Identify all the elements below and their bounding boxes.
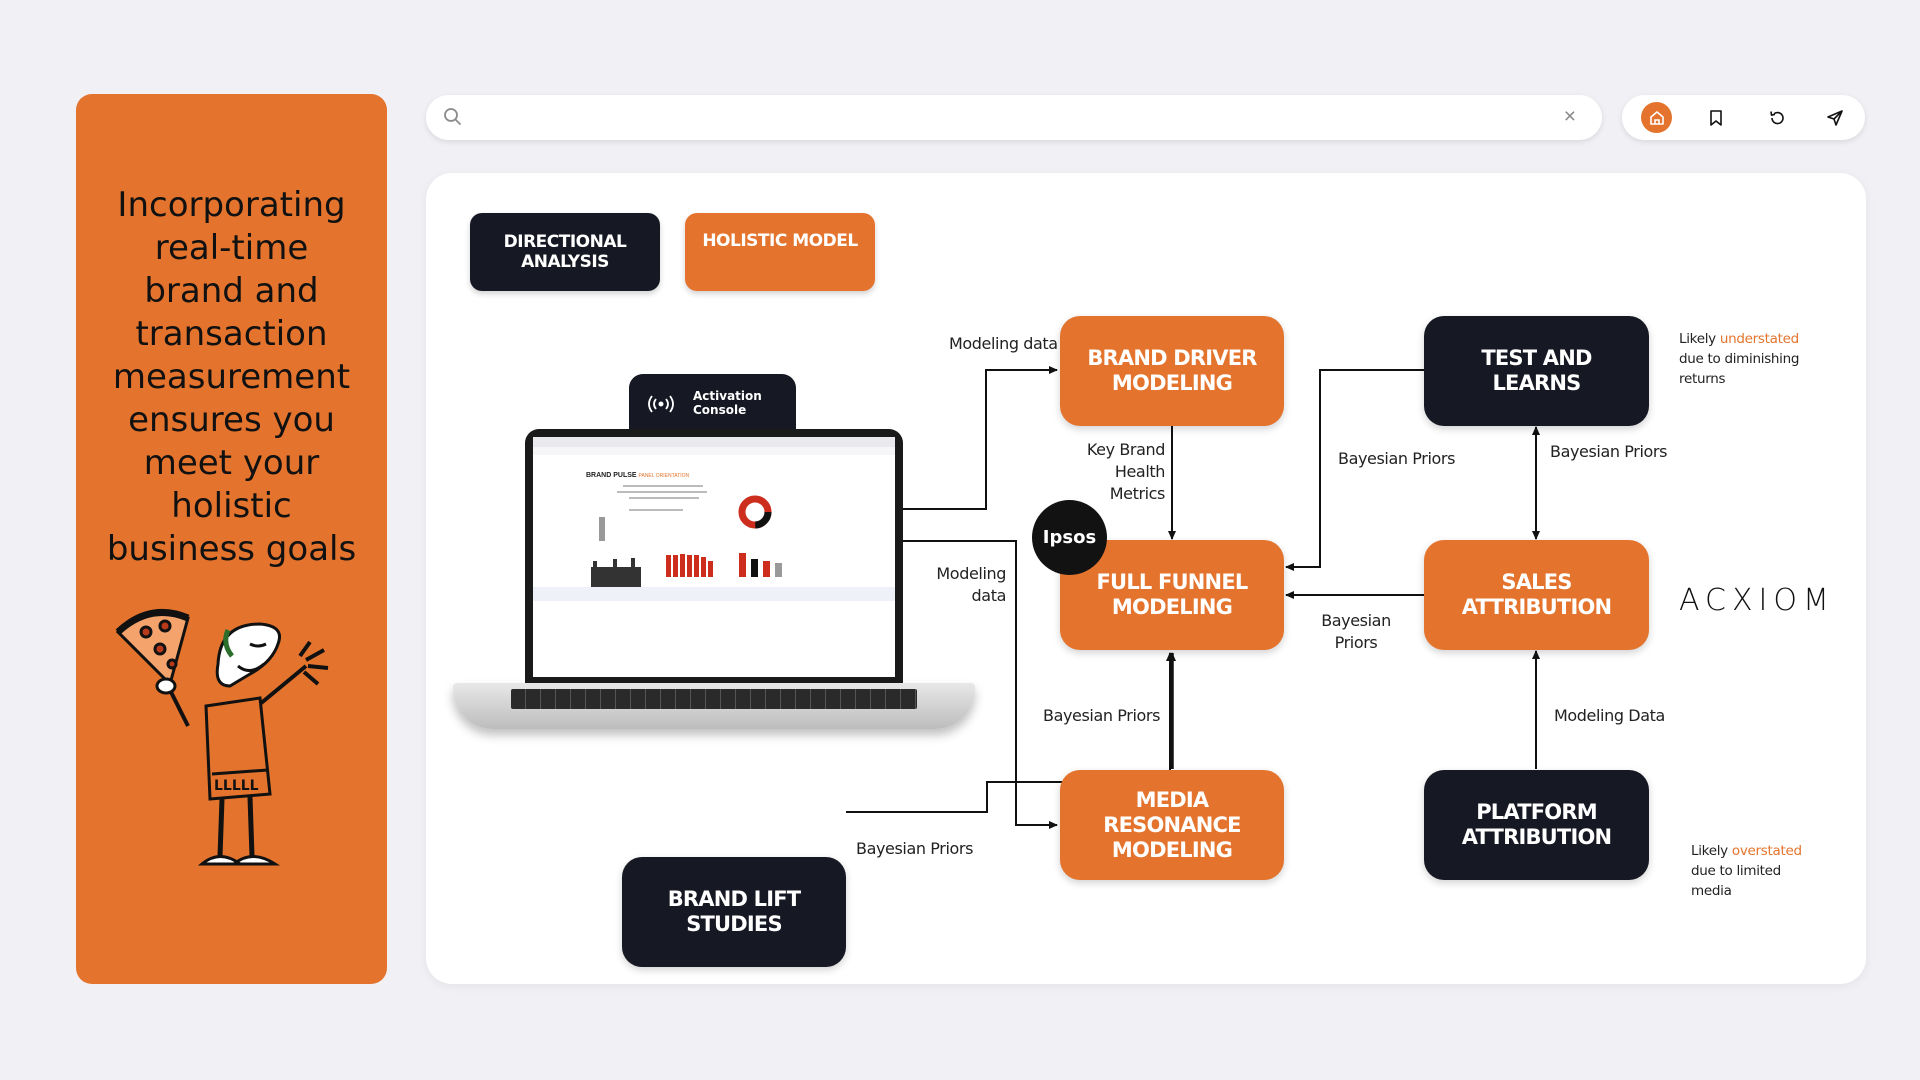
browser-chrome: [533, 437, 895, 447]
tab-directional-analysis[interactable]: DIRECTIONAL ANALYSIS: [470, 213, 660, 291]
ipsos-logo: Ipsos: [1032, 500, 1107, 575]
label-bayesian-priors-test: Bayesian Priors: [1338, 449, 1456, 468]
home-icon: [1649, 110, 1664, 125]
tab-holistic-model[interactable]: HOLISTIC MODEL: [685, 213, 875, 291]
search-icon: [444, 108, 461, 125]
laptop-keyboard: [511, 689, 917, 709]
close-icon[interactable]: ×: [1563, 105, 1576, 128]
label-modeling-data-top: Modeling data: [949, 334, 1058, 353]
laptop-base: [453, 683, 975, 729]
label-key-brand-health: Key Brand Health Metrics: [1086, 440, 1166, 503]
label-bayesian-priors-right: Bayesian Priors: [1550, 442, 1668, 461]
label-bayesian-priors-center: Bayesian Priors: [1043, 706, 1161, 725]
label-bayesian-priors-lift: Bayesian Priors: [856, 839, 974, 858]
main-card: DIRECTIONAL ANALYSIS HOLISTIC MODEL Acti…: [426, 173, 1866, 984]
label-modeling-data-platform: Modeling Data: [1554, 706, 1665, 725]
refresh-button[interactable]: [1761, 102, 1792, 133]
acxiom-logo: ACXIOM: [1679, 583, 1835, 618]
laptop-screen: BRAND PULSE PANEL ORIENTATION: [533, 437, 895, 677]
svg-text:LLLLL: LLLLL: [214, 778, 259, 794]
search-input[interactable]: [476, 103, 1480, 133]
broadcast-icon: [648, 395, 674, 413]
edge-laptop-to-brand-driver: [902, 366, 1058, 510]
screen-title: BRAND PULSE PANEL ORIENTATION: [586, 472, 690, 479]
diagram-connectors: [846, 366, 1540, 829]
screen-dashboard-graphic: [533, 485, 895, 601]
browser-toolbar: [533, 447, 895, 455]
note-overstated: Likely overstated due to limited media: [1691, 843, 1802, 899]
search-bar[interactable]: ×: [426, 95, 1602, 140]
toolbar: [1622, 95, 1865, 140]
note-understated: Likely understated due to diminishing re…: [1679, 331, 1800, 387]
bookmark-icon: [1709, 109, 1722, 126]
edge-test-learns-to-full-funnel: [1285, 369, 1424, 571]
mascot-illustration: LLLLL: [115, 608, 329, 866]
laptop: BRAND PULSE PANEL ORIENTATION: [525, 429, 903, 689]
label-modeling-data-mid: Modeling data: [936, 564, 1006, 605]
send-button[interactable]: [1819, 102, 1850, 133]
side-panel: Incorporating real-time brand and transa…: [76, 94, 387, 984]
refresh-icon: [1769, 110, 1784, 124]
label-bayesian-priors-sales: Bayesian Priors: [1321, 611, 1391, 652]
home-button[interactable]: [1641, 102, 1672, 133]
edge-brand-lift-to-media: [846, 652, 1174, 813]
send-icon: [1826, 109, 1843, 126]
side-panel-text: Incorporating real-time brand and transa…: [106, 185, 357, 569]
bookmark-button[interactable]: [1700, 102, 1731, 133]
